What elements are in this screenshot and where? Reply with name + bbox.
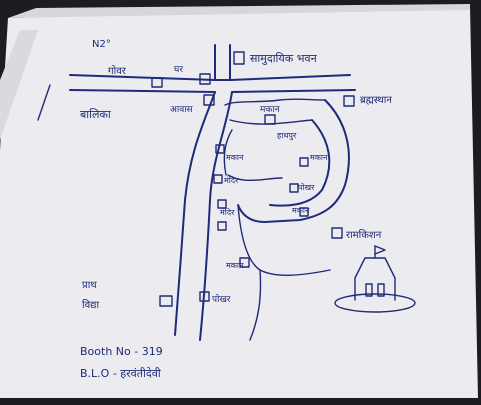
label-top-left-2: घर bbox=[174, 65, 183, 75]
label-center-4: मंदिर bbox=[224, 175, 239, 185]
label-center-5: मकान bbox=[310, 153, 328, 162]
inner-loop-mid bbox=[227, 174, 283, 182]
upper-left-road-top bbox=[69, 74, 216, 81]
blo-name-text: B.L.O - हरवंतीदेवी bbox=[80, 367, 161, 380]
temple-icon bbox=[334, 245, 416, 313]
label-center-top: मकान bbox=[260, 105, 281, 115]
house-marker-6 bbox=[264, 114, 276, 125]
house-marker-3 bbox=[233, 51, 245, 65]
label-center-3: मकान bbox=[226, 153, 244, 162]
paper-sheet bbox=[0, 6, 478, 398]
lower-road-down bbox=[249, 269, 262, 341]
label-center-6: पोखर bbox=[298, 182, 315, 192]
upper-right-road-bottom bbox=[231, 89, 356, 93]
winding-road-top bbox=[224, 98, 326, 106]
house-marker-17 bbox=[199, 291, 210, 302]
label-left-mid-2: आवास bbox=[170, 105, 194, 115]
main-road-left-edge bbox=[174, 91, 216, 336]
house-marker-13 bbox=[299, 207, 309, 217]
top-road bbox=[214, 44, 231, 81]
house-marker-12 bbox=[289, 183, 299, 193]
upper-right-road-top bbox=[229, 74, 351, 81]
label-left-mid: बालिका bbox=[80, 108, 111, 121]
house-marker-9 bbox=[217, 199, 227, 209]
house-marker-1 bbox=[151, 77, 163, 88]
north-arrow bbox=[37, 84, 51, 121]
house-marker-7 bbox=[215, 144, 225, 154]
house-marker-11 bbox=[299, 157, 309, 167]
house-marker-2 bbox=[199, 73, 211, 85]
label-right-mid: रामकिशन bbox=[346, 229, 382, 241]
label-center-8: मंदिर bbox=[220, 207, 235, 217]
label-right-upper: ब्रह्मस्थान bbox=[360, 95, 392, 106]
house-marker-8 bbox=[213, 174, 223, 184]
house-marker-14 bbox=[331, 227, 343, 239]
label-left-lower: मकान bbox=[226, 261, 244, 270]
winding-road-outer bbox=[237, 99, 350, 223]
label-left-lower-3: विद्या bbox=[82, 299, 99, 311]
label-top-left: गोवर bbox=[108, 65, 127, 77]
paper-top-fold bbox=[8, 4, 470, 18]
paper-left-fold bbox=[0, 30, 38, 140]
label-bottom-center: पोखर bbox=[212, 293, 231, 305]
label-center-2: हाथपुर bbox=[277, 131, 297, 141]
house-marker-5 bbox=[343, 95, 355, 107]
upper-left-road-bottom bbox=[69, 89, 216, 93]
inner-loop-left bbox=[223, 129, 233, 176]
winding-road-inner bbox=[269, 119, 331, 207]
house-marker-10 bbox=[217, 221, 227, 231]
house-marker-4 bbox=[203, 94, 215, 106]
north-mark-label: N2° bbox=[92, 39, 111, 50]
house-marker-15 bbox=[239, 257, 250, 268]
label-center-7: मकान bbox=[292, 206, 310, 215]
house-marker-16 bbox=[159, 295, 173, 307]
booth-number-text: Booth No - 319 bbox=[80, 345, 163, 358]
label-left-lower-2: प्राथ bbox=[82, 280, 97, 291]
label-top-right: सामुदायिक भवन bbox=[250, 52, 318, 65]
